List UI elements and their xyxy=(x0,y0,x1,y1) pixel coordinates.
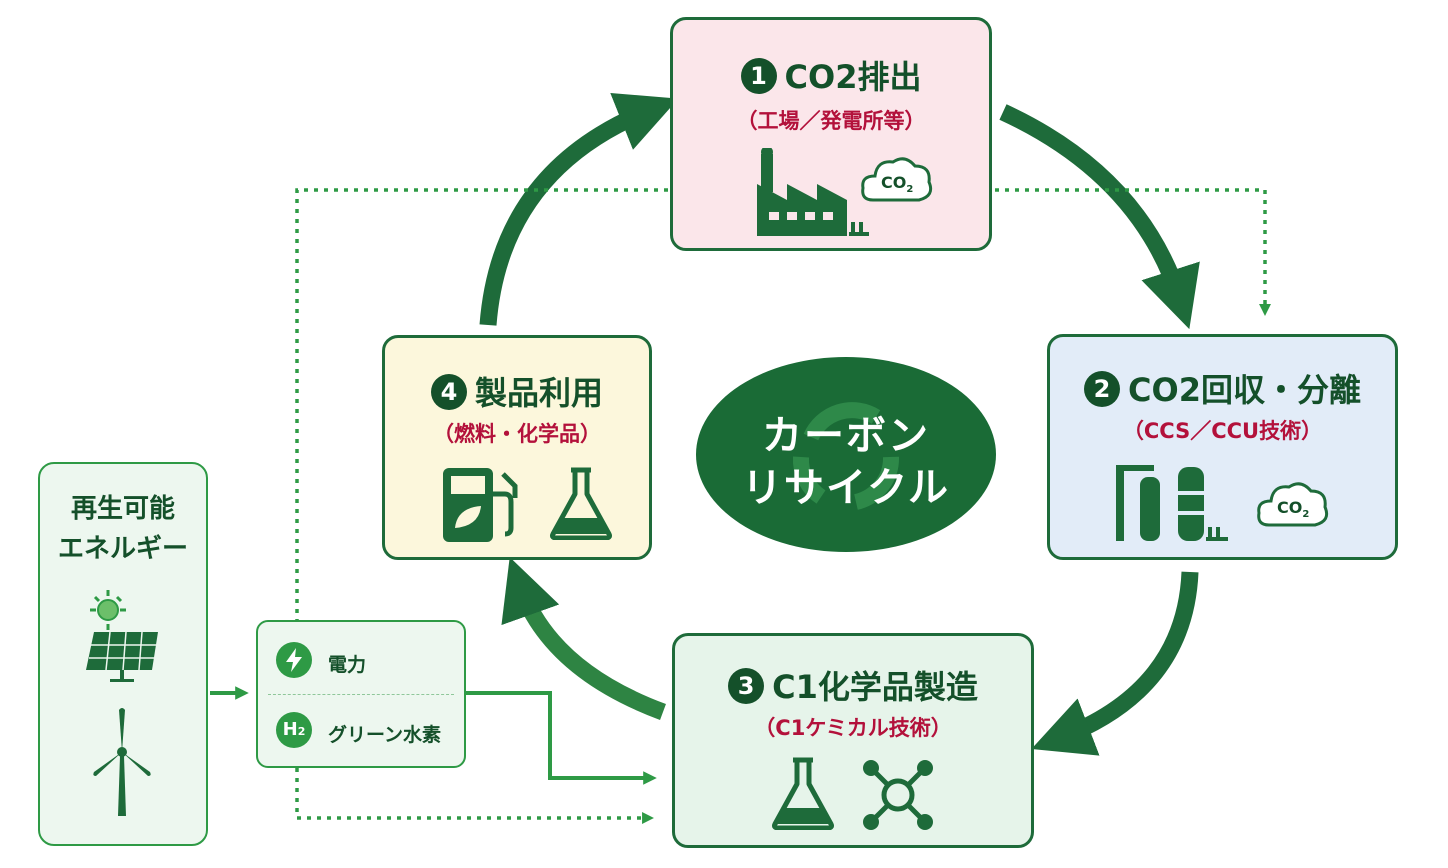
renewable-energy-box: 再生可能 エネルギー xyxy=(38,462,208,846)
h2-icon: H2 xyxy=(276,712,312,748)
dotted-line-bottom xyxy=(295,768,654,824)
cycle-arrow-1-to-2 xyxy=(999,104,1200,330)
energy-label-green-hydrogen: グリーン水素 xyxy=(328,724,442,746)
lightning-icon xyxy=(276,642,312,678)
h2-badge-subscript: 2 xyxy=(297,725,306,738)
step-3-title-text: C1化学品製造 xyxy=(772,668,978,706)
molecule-icon xyxy=(863,760,933,830)
carbon-recycle-center: カーボン リサイクル xyxy=(696,357,996,552)
factory-icon xyxy=(757,148,869,236)
capture-plant-icon xyxy=(1116,465,1228,541)
cycle-arrow-3-to-4 xyxy=(501,557,666,720)
cycle-arrow-2-to-3 xyxy=(1031,571,1199,756)
h2-badge-letter: H xyxy=(282,719,298,740)
step-1-number: 1 xyxy=(740,58,777,94)
step-3-number: 3 xyxy=(728,668,765,704)
cycle-arrow-4-to-1 xyxy=(479,92,679,326)
flask-icon xyxy=(772,757,834,830)
step-4-subtitle: （燃料・化学品） xyxy=(433,422,601,446)
co2-label: CO2 xyxy=(1277,498,1309,520)
renewable-title-line-2: エネルギー xyxy=(57,534,188,564)
solar-panel-icon xyxy=(86,590,158,682)
renewable-title-line-1: 再生可能 xyxy=(70,494,175,524)
step-4-number: 4 xyxy=(430,374,467,410)
step-2-title-text: CO2回収・分離 xyxy=(1128,371,1361,409)
energy-divider xyxy=(268,694,454,695)
arrow-energy-to-c1 xyxy=(466,691,657,785)
step-2-number: 2 xyxy=(1084,371,1121,407)
co2-label: CO2 xyxy=(881,173,913,195)
energy-inputs-box: 電力 H2 グリーン水素 xyxy=(256,620,466,768)
energy-label-electricity: 電力 xyxy=(328,654,367,676)
center-title-line-2: リサイクル xyxy=(742,465,950,511)
dotted-line-left-loop xyxy=(295,188,668,620)
step-1-subtitle: （工場／発電所等） xyxy=(736,109,926,133)
step-2-subtitle: （CCS／CCU技術） xyxy=(1122,419,1323,443)
step-4-title-text: 製品利用 xyxy=(474,374,603,412)
step-1-title-text: CO2排出 xyxy=(784,58,922,96)
flask-icon xyxy=(550,467,612,540)
center-title-line-1: カーボン xyxy=(762,413,930,459)
dotted-line-right-loop xyxy=(995,188,1271,316)
recycle-icon xyxy=(792,402,899,510)
step-3-subtitle: （C1ケミカル技術） xyxy=(754,716,952,740)
co2-cloud-icon: CO2 xyxy=(861,157,933,202)
co2-cloud-icon: CO2 xyxy=(1257,482,1329,527)
wind-turbine-icon xyxy=(93,708,151,816)
fuel-pump-icon xyxy=(443,468,518,542)
